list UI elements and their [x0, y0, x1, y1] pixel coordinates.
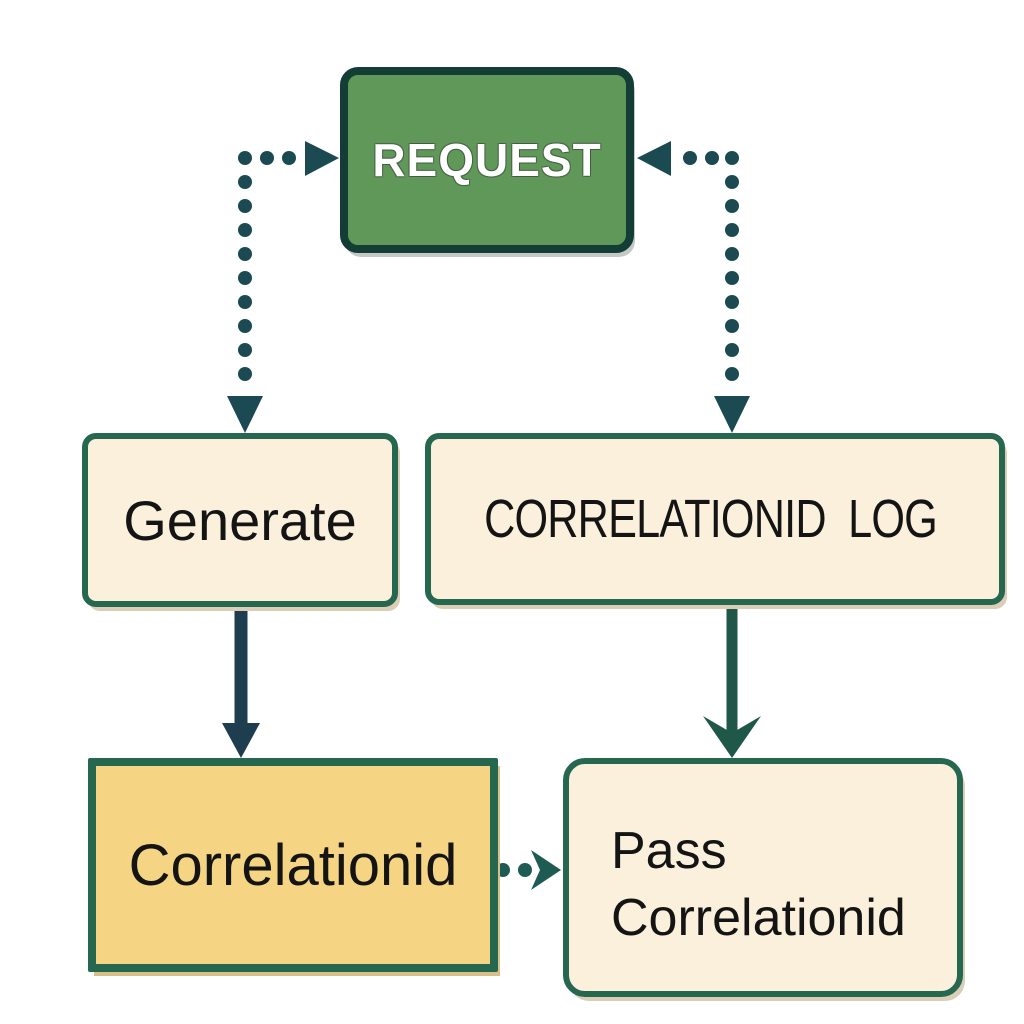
- pass-correlationid-node: Pass Correlationid: [563, 758, 963, 997]
- request-node: REQUEST: [340, 67, 634, 253]
- arrowhead-into-pass-left: [531, 850, 561, 890]
- connector-correlationid-pass-dotted: [496, 850, 561, 890]
- connector-correlationid-log-pass-solid: [703, 606, 761, 758]
- arrowhead-into-correlationid-top: [222, 723, 260, 758]
- connector-request-generate-dotted: [227, 141, 339, 433]
- correlationid-node-label: Correlationid: [128, 832, 458, 898]
- arrowhead-into-request-right: [637, 141, 671, 176]
- request-node-label: REQUEST: [372, 134, 602, 186]
- arrowhead-into-correlationid-log-top: [714, 396, 750, 433]
- arrowhead-into-generate-top: [227, 396, 263, 433]
- correlationid-log-node-label: CORRELATIONID LOG: [484, 489, 938, 549]
- connector-request-correlationid-log-dotted: [637, 141, 750, 433]
- pass-correlationid-node-label: Pass Correlationid: [611, 822, 906, 947]
- correlationid-node: Correlationid: [88, 758, 498, 972]
- correlationid-log-node: CORRELATIONID LOG: [425, 433, 1005, 605]
- arrowhead-into-request-left: [305, 141, 339, 176]
- connector-generate-correlationid-solid: [222, 609, 260, 758]
- arrowhead-into-pass-top: [703, 716, 761, 758]
- generate-node: Generate: [82, 433, 398, 607]
- generate-node-label: Generate: [123, 488, 357, 552]
